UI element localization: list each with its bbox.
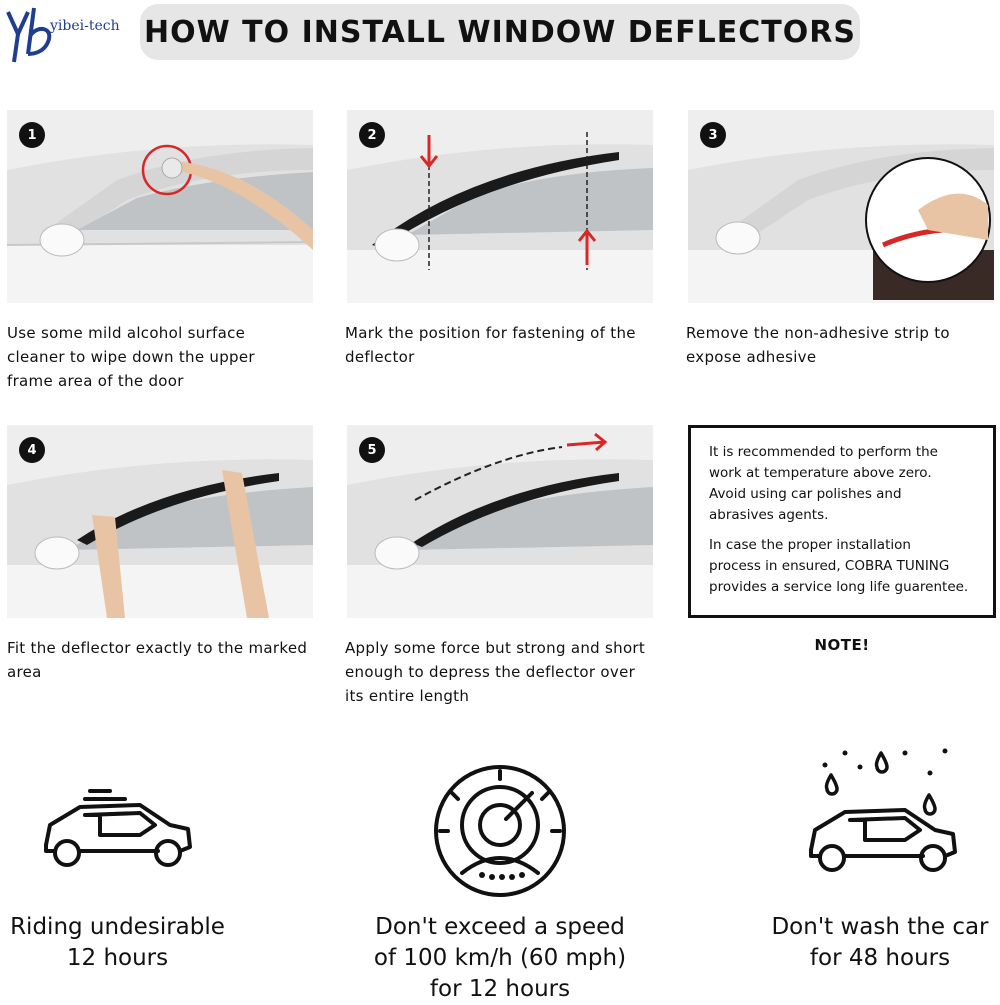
step-number-badge: 4: [19, 437, 45, 463]
step-2-caption: Mark the position for fastening of the d…: [345, 324, 636, 366]
speedometer-icon: [432, 763, 568, 903]
tip-speed-text: Don't exceed a speed of 100 km/h (60 mph…: [373, 914, 627, 1002]
title-banner: HOW TO INSTALL WINDOW DEFLECTORS: [140, 4, 860, 60]
page-title: HOW TO INSTALL WINDOW DEFLECTORS: [144, 14, 856, 50]
logo-text: yibei-tech: [50, 18, 120, 34]
car-wash-icon: [805, 745, 960, 879]
brand-logo: yibei-tech: [4, 4, 144, 66]
step-4-image: 4: [7, 425, 313, 618]
step-3-caption: Remove the non-adhesive strip to expose …: [686, 324, 950, 366]
tip-riding-text: Riding undesirable 12 hours: [10, 914, 225, 971]
note-label: NOTE!: [814, 636, 870, 654]
step-1-image: 1: [7, 110, 313, 303]
step-3-image: 3: [688, 110, 994, 303]
step-2-image: 2: [347, 110, 653, 303]
yb-logo-icon: [6, 7, 52, 63]
note-box: It is recommended to perform the work at…: [688, 425, 996, 618]
step-5-caption: Apply some force but strong and short en…: [345, 639, 646, 705]
step-number-badge: 5: [359, 437, 385, 463]
step-number-badge: 3: [700, 122, 726, 148]
step-number-badge: 2: [359, 122, 385, 148]
note-paragraph: In case the proper installation process …: [709, 537, 969, 595]
car-speed-icon: [40, 785, 195, 879]
step-5-image: 5: [347, 425, 653, 618]
tip-wash-text: Don't wash the car for 48 hours: [771, 914, 989, 971]
step-number-badge: 1: [19, 122, 45, 148]
step-1-caption: Use some mild alcohol surface cleaner to…: [7, 324, 255, 390]
note-paragraph: It is recommended to perform the work at…: [709, 444, 938, 523]
step-4-caption: Fit the deflector exactly to the marked …: [7, 639, 308, 681]
